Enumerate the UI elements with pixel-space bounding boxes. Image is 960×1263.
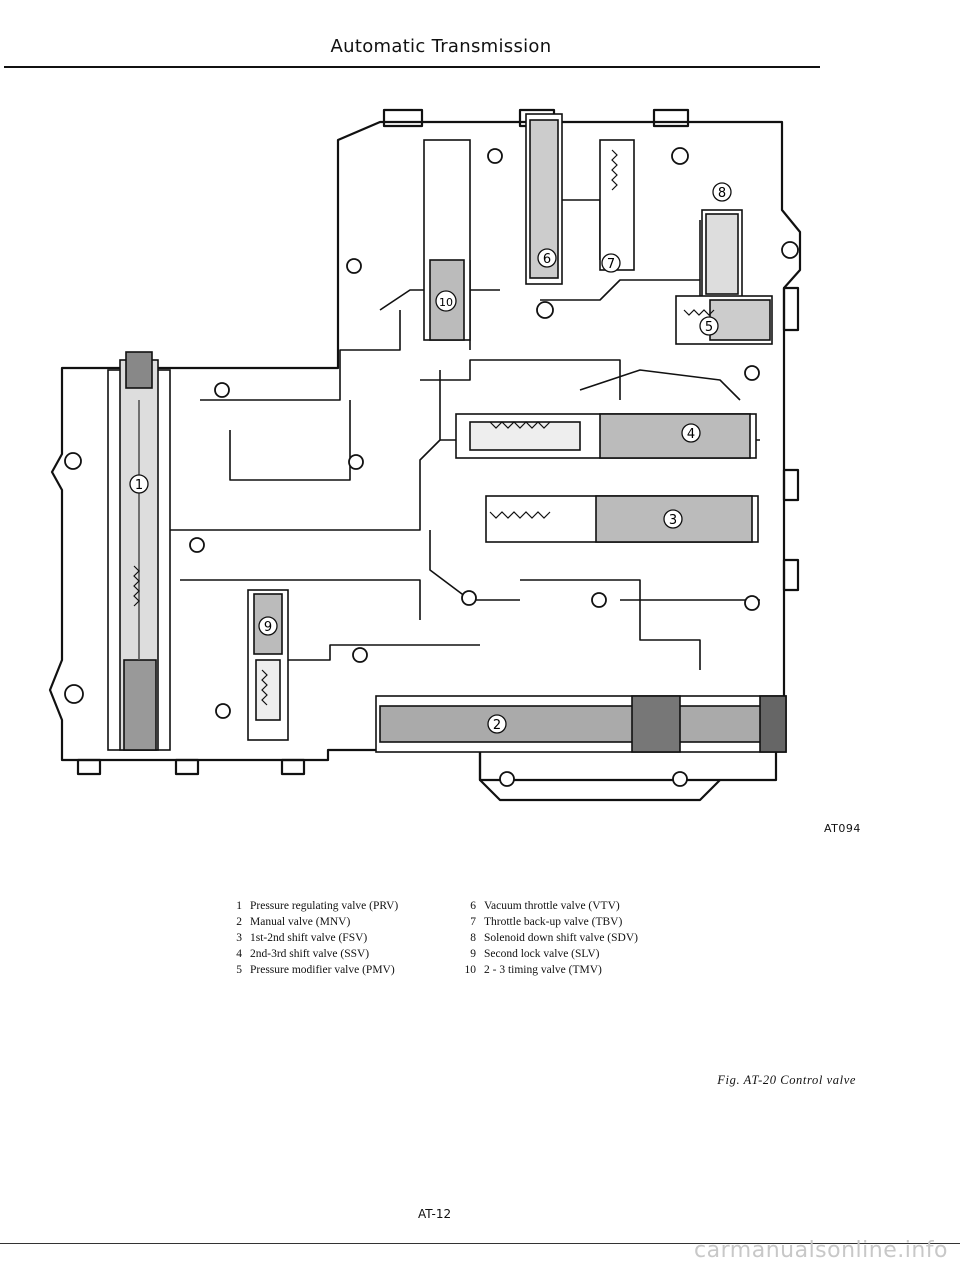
bore-hole — [352, 647, 368, 663]
marker-4: 4 — [681, 423, 701, 443]
bore-hole — [214, 382, 230, 398]
header-rule — [4, 66, 820, 68]
legend-item: 2 Manual valve (MNV) — [222, 914, 398, 930]
bore-hole — [348, 454, 364, 470]
side-bolt-lug-2 — [782, 468, 800, 502]
top-bolt-lug-right — [652, 108, 690, 128]
legend-item: 10 2 - 3 timing valve (TMV) — [456, 962, 638, 978]
legend-number: 5 — [236, 964, 242, 976]
bore-hole — [591, 592, 607, 608]
side-bolt-lug-3 — [782, 558, 800, 592]
bore-hole — [671, 147, 689, 165]
legend-text: Manual valve (MNV) — [250, 916, 351, 928]
bottom-bolt-lug-2 — [174, 758, 200, 776]
bore-hole — [64, 684, 84, 704]
legend-text: Pressure modifier valve (PMV) — [250, 964, 395, 976]
legend-text: Second lock valve (SLV) — [484, 948, 600, 960]
legend-number: 2 — [236, 916, 242, 928]
legend-number: 10 — [464, 964, 477, 976]
valve-body-outline — [48, 120, 802, 782]
legend-number: 3 — [236, 932, 242, 944]
bore-hole — [744, 595, 760, 611]
bore-hole — [461, 590, 477, 606]
bore-hole — [672, 771, 688, 787]
footer-rule — [0, 1243, 960, 1244]
marker-9: 9 — [258, 616, 278, 636]
legend-text: 2 - 3 timing valve (TMV) — [484, 964, 602, 976]
bore-hole — [346, 258, 362, 274]
marker-1: 1 — [129, 474, 149, 494]
legend-item: 3 1st-2nd shift valve (FSV) — [222, 930, 398, 946]
legend-item: 9 Second lock valve (SLV) — [456, 946, 638, 962]
marker-7: 7 — [601, 253, 621, 273]
legend-item: 1 Pressure regulating valve (PRV) — [222, 898, 398, 914]
legend-item: 6 Vacuum throttle valve (VTV) — [456, 898, 638, 914]
bore-hole — [487, 148, 503, 164]
marker-3: 3 — [663, 509, 683, 529]
legend-item: 5 Pressure modifier valve (PMV) — [222, 962, 398, 978]
legend-item: 8 Solenoid down shift valve (SDV) — [456, 930, 638, 946]
svg-text:9: 9 — [264, 620, 272, 635]
legend-item: 7 Throttle back-up valve (TBV) — [456, 914, 638, 930]
bore-hole — [189, 537, 205, 553]
bore-hole — [499, 771, 515, 787]
legend-number: 4 — [236, 948, 242, 960]
legend-number: 8 — [470, 932, 476, 944]
legend-number: 9 — [470, 948, 476, 960]
figure-caption: Fig. AT-20 Control valve — [717, 1073, 856, 1087]
bore-hole — [215, 703, 231, 719]
svg-text:6: 6 — [543, 252, 551, 267]
side-bolt-lug-1 — [782, 286, 800, 332]
page-header-title: Automatic Transmission — [330, 36, 552, 57]
legend-number: 6 — [470, 900, 476, 912]
svg-text:2: 2 — [493, 718, 501, 733]
legend-text: Throttle back-up valve (TBV) — [484, 916, 623, 928]
bottom-bolt-lug-1 — [76, 758, 102, 776]
figure-code: AT094 — [824, 822, 861, 835]
marker-5: 5 — [699, 316, 719, 336]
legend-text: 1st-2nd shift valve (FSV) — [250, 932, 368, 944]
svg-text:10: 10 — [439, 296, 453, 309]
legend-item: 4 2nd-3rd shift valve (SSV) — [222, 946, 398, 962]
legend-text: Pressure regulating valve (PRV) — [250, 900, 399, 912]
legend-left-column: 1 Pressure regulating valve (PRV) 2 Manual… — [222, 898, 398, 978]
legend-text: Solenoid down shift valve (SDV) — [484, 932, 638, 944]
legend-number: 7 — [470, 916, 476, 928]
bore-hole — [536, 301, 554, 319]
mnv-spool — [379, 705, 781, 743]
control-valve-diagram: 1 2 3 4 5 6 7 8 9 10 — [48, 108, 802, 802]
svg-text:3: 3 — [669, 513, 677, 528]
top-bolt-lug-left — [382, 108, 424, 128]
tbv-bore — [599, 139, 635, 271]
bore-hole — [781, 241, 799, 259]
legend-right-column: 6 Vacuum throttle valve (VTV) 7 Throttle b… — [456, 898, 638, 978]
bore-hole — [744, 365, 760, 381]
svg-text:8: 8 — [718, 186, 726, 201]
valve-markers: 1 2 3 4 5 6 7 8 9 10 — [129, 182, 732, 734]
legend-number: 1 — [236, 900, 242, 912]
marker-6: 6 — [537, 248, 557, 268]
marker-10: 10 — [435, 290, 457, 312]
svg-text:4: 4 — [687, 427, 695, 442]
legend-text: Vacuum throttle valve (VTV) — [484, 900, 620, 912]
lower-flange — [478, 750, 721, 802]
bore-hole — [64, 452, 82, 470]
marker-8: 8 — [712, 182, 732, 202]
watermark: carmanualsonline.info — [694, 1238, 948, 1263]
legend-text: 2nd-3rd shift valve (SSV) — [250, 948, 370, 960]
svg-text:1: 1 — [135, 478, 143, 493]
bottom-bolt-lug-3 — [280, 758, 306, 776]
marker-2: 2 — [487, 714, 507, 734]
page-number: AT-12 — [418, 1207, 452, 1221]
svg-text:5: 5 — [705, 320, 713, 335]
svg-text:7: 7 — [607, 257, 615, 272]
